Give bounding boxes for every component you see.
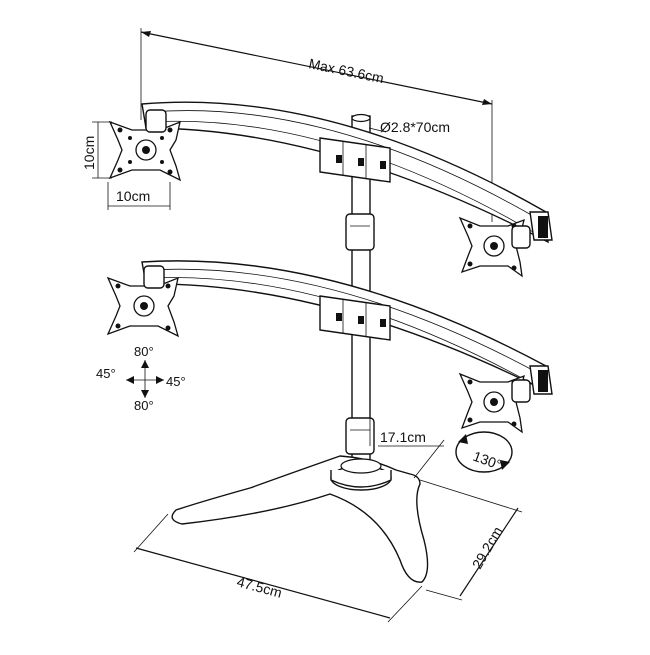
base-depth-top-dimension: 17.1cm (369, 410, 445, 479)
tilt-swivel-indicator: 80° 80° 45° 45° (96, 344, 186, 413)
base-width-dimension: 47.5cm (133, 513, 423, 623)
swivel-left-label: 45° (96, 366, 116, 381)
rotation-label: 130° (471, 448, 504, 473)
base-width-label: 47.5cm (235, 573, 283, 600)
upper-arm (141, 101, 553, 244)
rotation-indicator: 130° (455, 431, 513, 473)
pole-label: Ø2.8*70cm (380, 119, 450, 135)
tilt-up-label: 80° (134, 344, 154, 359)
tilt-down-label: 80° (134, 398, 154, 413)
lower-arm (141, 260, 553, 395)
pole-clamp-upper (345, 213, 375, 251)
swivel-right-label: 45° (166, 374, 186, 389)
base-side-dimension: 29.2cm (419, 479, 523, 601)
vesa-width-dimension: 10cm (107, 182, 171, 210)
width-label: Max 63.6cm (307, 55, 385, 86)
pole-clamp-lower (345, 417, 375, 455)
base-depth-top-label: 17.1cm (380, 429, 426, 445)
base (171, 455, 429, 583)
upper-left-vesa-plate (108, 120, 182, 182)
base-side-label: 29.2cm (469, 524, 506, 572)
upper-right-vesa-plate (458, 216, 525, 278)
vesa-width-label: 10cm (116, 188, 150, 204)
vesa-height-dimension: 10cm (81, 121, 112, 179)
vesa-height-label: 10cm (81, 136, 97, 170)
lower-left-vesa-plate (106, 276, 180, 338)
